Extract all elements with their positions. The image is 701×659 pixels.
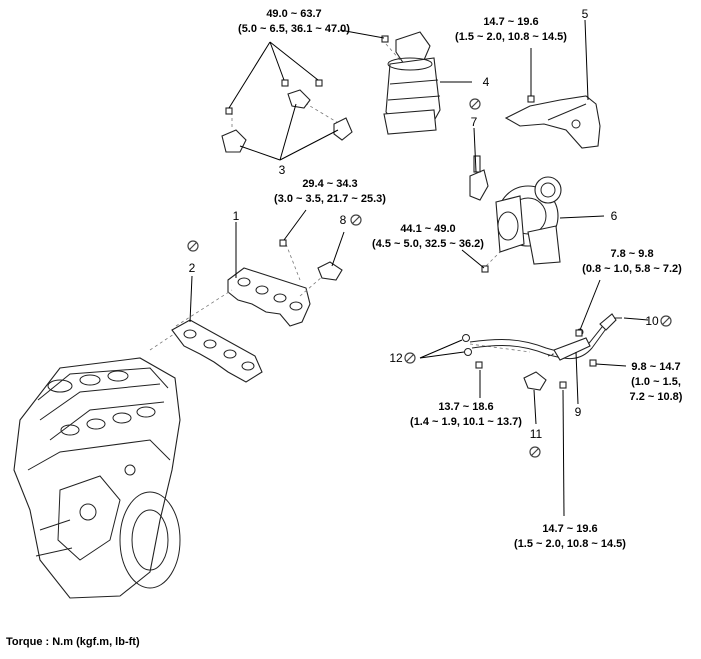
callout-2: 2	[189, 261, 196, 275]
torque-t6-line1: 9.8 ~ 14.7	[631, 361, 680, 373]
exhaust-manifold	[227, 267, 311, 327]
heat-protector	[504, 95, 601, 149]
bracket-3	[221, 89, 353, 153]
no-reuse-icon	[187, 240, 199, 252]
gasket-8	[317, 261, 343, 281]
torque-t5-line2: (0.8 ~ 1.0, 5.8 ~ 7.2)	[582, 263, 682, 275]
callout-3: 3	[279, 163, 286, 177]
torque-units-note: Torque : N.m (kgf.m, lb-ft)	[6, 636, 140, 648]
torque-t3-line1: 29.4 ~ 34.3	[302, 178, 357, 190]
torque-t3-line2: (3.0 ~ 3.5, 21.7 ~ 25.3)	[274, 193, 386, 205]
callout-11: 11	[530, 427, 543, 441]
oil-pipe	[469, 313, 617, 361]
torque-t2-line2: (1.5 ~ 2.0, 10.8 ~ 14.5)	[455, 31, 567, 43]
no-reuse-icon	[529, 446, 541, 458]
callout-12: 12	[389, 351, 403, 365]
callout-8: 8	[340, 213, 347, 227]
torque-t5-line1: 7.8 ~ 9.8	[610, 248, 653, 260]
callout-6: 6	[611, 209, 618, 223]
callout-1: 1	[233, 209, 240, 223]
fasteners	[225, 35, 622, 389]
gasket-11	[523, 371, 547, 391]
no-reuse-icon	[469, 98, 481, 110]
manifold-gasket	[171, 319, 263, 383]
torque-t8-line2: (1.5 ~ 2.0, 10.8 ~ 14.5)	[514, 538, 626, 550]
torque-t6-line3: 7.2 ~ 10.8)	[630, 391, 683, 403]
no-reuse-icon	[404, 352, 416, 364]
callout-4: 4	[483, 75, 490, 89]
callout-10: 10	[645, 314, 659, 328]
no-reuse-icon	[350, 214, 362, 226]
torque-t1-line2: (5.0 ~ 6.5, 36.1 ~ 47.0)	[238, 23, 350, 35]
callout-5: 5	[582, 7, 589, 21]
torque-t4-line1: 44.1 ~ 49.0	[400, 223, 455, 235]
torque-t7-line2: (1.4 ~ 1.9, 10.1 ~ 13.7)	[410, 416, 522, 428]
callout-9: 9	[575, 405, 582, 419]
leader-lines	[189, 19, 649, 517]
torque-t7-line1: 13.7 ~ 18.6	[438, 401, 493, 413]
torque-t2-line1: 14.7 ~ 19.6	[483, 16, 538, 28]
callout-7: 7	[471, 115, 478, 129]
torque-t1-line1: 49.0 ~ 63.7	[266, 8, 321, 20]
no-reuse-icon	[660, 315, 672, 327]
catalytic-converter	[383, 31, 441, 135]
turbocharger	[495, 176, 562, 265]
torque-t8-line1: 14.7 ~ 19.6	[542, 523, 597, 535]
engine-block	[13, 357, 181, 599]
torque-t6-line2: (1.0 ~ 1.5,	[631, 376, 681, 388]
oxygen-sensor	[469, 155, 489, 201]
torque-t4-line2: (4.5 ~ 5.0, 32.5 ~ 36.2)	[372, 238, 484, 250]
